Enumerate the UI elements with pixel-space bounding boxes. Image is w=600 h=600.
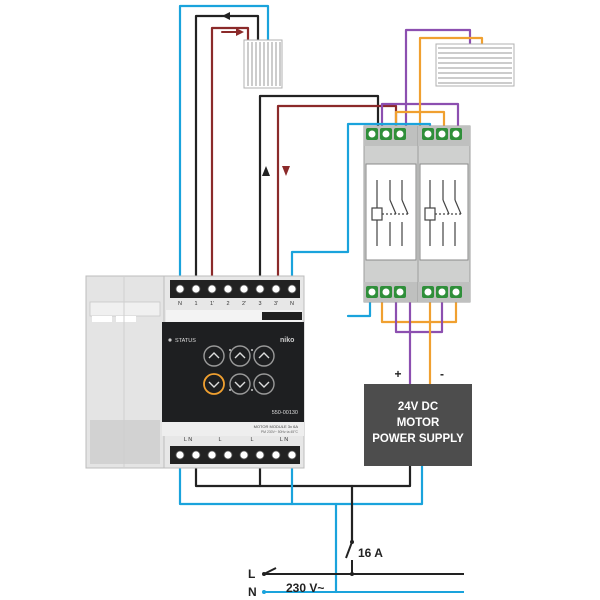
up-button-2[interactable] [229,345,251,367]
mains: L N 230 V~ [248,567,464,599]
mains-voltage: 230 V~ [286,581,324,595]
terminal-label: L N [280,437,288,443]
wire-purple-relay-bottom-a [394,298,444,334]
psu-line-2: MOTOR [397,417,440,429]
motor-module: N 1 1' 2 2' 3 3' N STATUS niko [85,275,305,469]
down-chevron-icon [234,381,246,388]
terminal-label: N [178,301,182,307]
arrow-down-icon [282,166,290,176]
dc-blind [435,43,515,87]
wire-blue-ac-blind [178,4,270,282]
terminal-label: 1 [194,301,197,307]
down-chevron-icon [258,381,270,388]
power-supply: 24V DC MOTOR POWER SUPPLY + - [364,367,472,466]
arrow-right-icon [236,28,244,36]
wire-red-ac-blind [210,26,250,282]
psu-line-3: POWER SUPPLY [372,433,464,445]
wire-orange-relay-bottom-a [380,298,458,324]
module-top-terminal-labels: N 1 1' 2 2' 3 3' N [178,301,294,307]
terminal-label: N [290,301,294,307]
part-number: 550-00130 [272,410,298,416]
wire-blue-psu-neutral [350,464,424,506]
wire-blue-module-neutral [178,458,354,506]
wire-blue-relay-feed [290,122,432,282]
up-button-3[interactable] [253,345,275,367]
status-label: STATUS [175,338,196,344]
down-button-1[interactable] [203,373,225,395]
rating-text: PM 230V~ 50Hz ta 45°C [261,430,299,434]
brand-logo: niko [280,337,294,344]
relay-symbol-icon [371,180,409,246]
breaker: 16 A [345,540,383,574]
terminal-label: 3' [274,301,278,307]
terminal-label: 3 [258,301,261,307]
terminal-label: 2 [226,301,229,307]
terminal-label: L [250,437,253,443]
psu-plus-label: + [394,367,401,381]
ac-blind [243,39,283,89]
wire-black-module-line [194,458,412,488]
psu-line-1: 24V DC [398,401,438,413]
up-chevron-icon [208,352,220,359]
wire-black-relay-feed [258,94,380,282]
breaker-rating: 16 A [358,546,383,560]
down-buttons [203,373,275,395]
down-button-3[interactable] [253,373,275,395]
module-top-screws [175,284,297,294]
up-chevron-icon [258,352,270,359]
psu-minus-label: - [440,367,444,381]
model-text: MOTOR MODULE 3x 6A [254,424,299,429]
wires [178,4,484,594]
terminal-label: 2' [242,301,246,307]
terminal-label: L [218,437,221,443]
direction-arrows [222,12,290,176]
module-front-panel [162,322,304,422]
wire-orange-relay-top [394,110,446,132]
module-bottom-terminal-labels: L N L L L N [184,437,288,443]
up-button-1[interactable] [203,345,225,367]
terminal-label: 1' [210,301,214,307]
module-bottom-screws [175,450,297,460]
relay-2 [417,125,471,303]
relay-symbol-icon [424,180,462,246]
relay-modules [363,125,471,303]
wire-blue-relay-bottom [346,298,372,318]
down-button-2[interactable] [229,373,251,395]
arrow-left-icon [222,12,230,20]
mains-switch-icon [263,567,277,575]
wire-orange-dc-blind [418,36,484,132]
up-chevron-icon [234,352,246,359]
relay-1 [363,125,419,303]
mains-l-label: L [248,567,255,581]
arrow-up-icon [262,166,270,176]
switch-icon [345,541,353,559]
terminal-label: L N [184,437,192,443]
mains-n-label: N [248,585,257,599]
down-chevron-icon [208,381,220,388]
up-buttons [203,345,275,367]
